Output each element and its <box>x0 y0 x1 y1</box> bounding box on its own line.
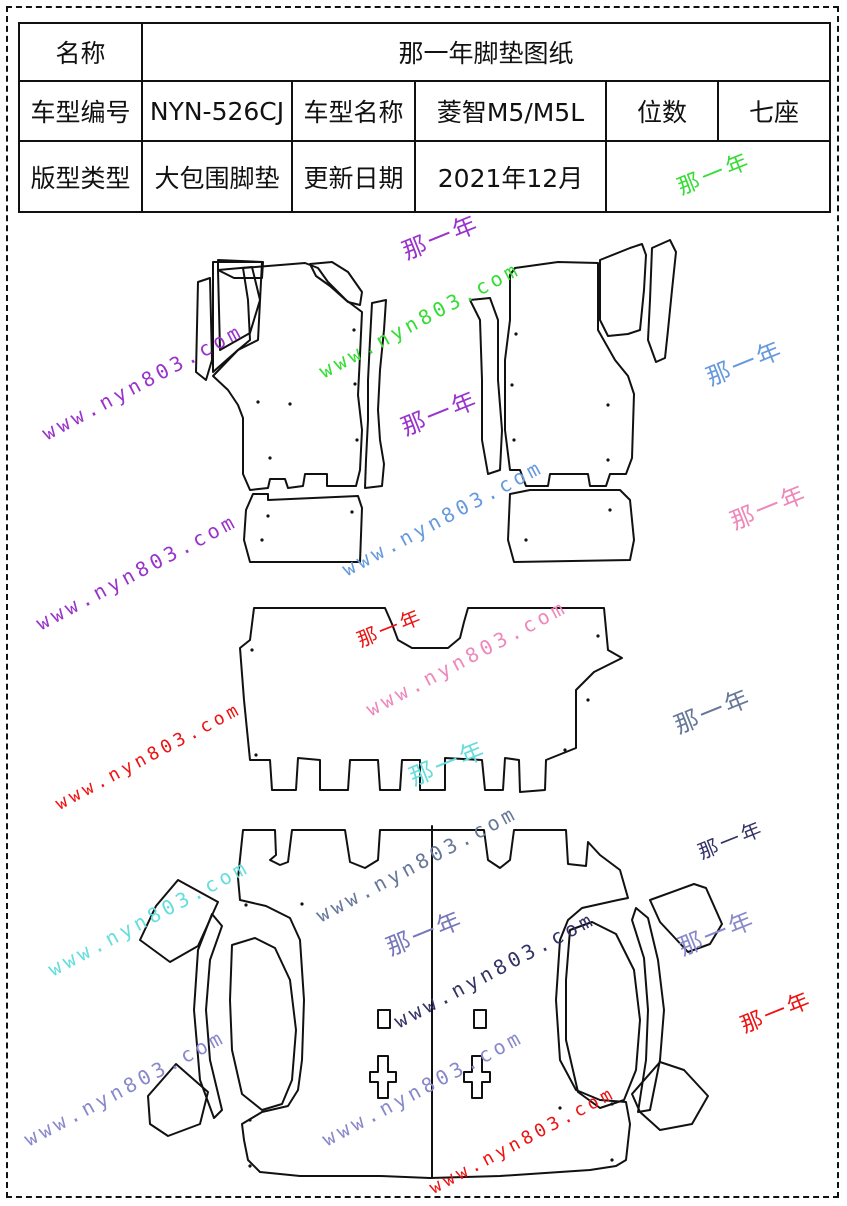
driver-top-piece <box>217 259 264 279</box>
spec-table: 名称 那一年脚垫图纸 车型编号 NYN-526CJ 车型名称 菱智M5/M5L … <box>18 22 832 213</box>
right-arch-trim <box>631 907 665 1113</box>
left-lower-flap <box>147 1063 209 1137</box>
driver-floor-mat <box>212 262 363 491</box>
left-wheel-arch-cover <box>229 937 297 1111</box>
drawing-sheet-border <box>6 6 839 1198</box>
left-seat-anchor-cutout <box>369 1055 397 1099</box>
right-upper-flap <box>649 883 723 953</box>
brand-mark-cell: 那一年 <box>604 140 832 213</box>
title-value: 那一年脚垫图纸 <box>140 22 832 82</box>
passenger-rear-mat <box>507 489 635 563</box>
seats-value: 七座 <box>716 80 832 142</box>
seats-label: 位数 <box>605 80 719 142</box>
passenger-sill-strip <box>469 297 503 475</box>
right-seat-slot <box>473 1009 487 1029</box>
model-name-label: 车型名称 <box>291 80 416 142</box>
driver-sill-strip <box>364 299 387 489</box>
driver-side-flap <box>195 277 213 381</box>
driver-pillar-trim <box>309 261 363 306</box>
left-upper-flap <box>139 879 219 963</box>
left-seat-slot <box>377 1009 391 1029</box>
right-wheel-arch-cover <box>565 921 641 1109</box>
passenger-side-flap <box>599 243 647 337</box>
right-seat-anchor-cutout <box>463 1055 491 1099</box>
left-arch-trim <box>193 913 223 1119</box>
right-lower-flap <box>631 1061 709 1131</box>
passenger-floor-mat <box>504 261 635 487</box>
fastener-holes <box>244 328 614 1168</box>
third-row-mat <box>237 829 631 1179</box>
second-row-mat <box>239 607 623 793</box>
update-label: 更新日期 <box>291 140 416 213</box>
passenger-pillar-trim <box>647 239 677 363</box>
model-name-value: 菱智M5/M5L <box>414 80 607 142</box>
model-code-value: NYN-526CJ <box>141 80 293 142</box>
style-label: 版型类型 <box>18 140 143 213</box>
update-value: 2021年12月 <box>414 140 607 213</box>
driver-side-flap-inner <box>217 266 261 351</box>
driver-rear-mat <box>243 493 363 563</box>
title-label: 名称 <box>18 22 143 82</box>
model-code-label: 车型编号 <box>18 80 143 142</box>
style-value: 大包围脚垫 <box>141 140 293 213</box>
